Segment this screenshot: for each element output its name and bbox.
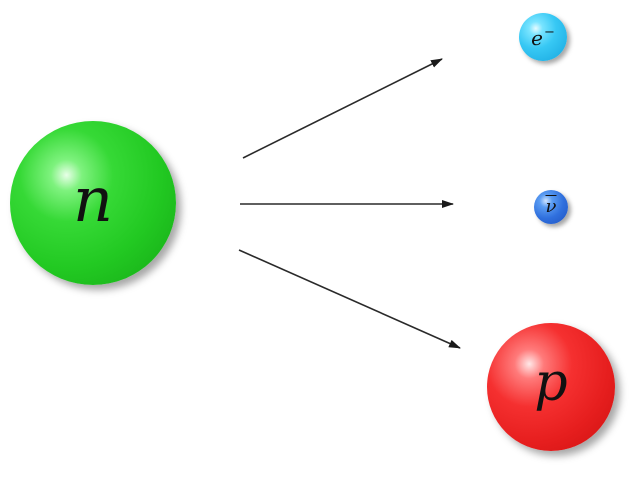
- electron-label: e−: [531, 26, 555, 48]
- antineutrino-label: ν: [545, 196, 557, 217]
- neutron-label: n: [73, 163, 113, 236]
- antineutrino-sphere: ν: [534, 190, 568, 224]
- proton-sphere: p: [487, 323, 615, 451]
- electron-charge: −: [543, 25, 555, 40]
- arrow-to-proton: [238, 249, 461, 349]
- arrow-to-electron: [242, 58, 443, 159]
- electron-sphere: e−: [519, 13, 567, 61]
- proton-label: p: [534, 353, 568, 413]
- electron-symbol: e: [531, 26, 543, 50]
- neutron-sphere: n: [10, 121, 176, 285]
